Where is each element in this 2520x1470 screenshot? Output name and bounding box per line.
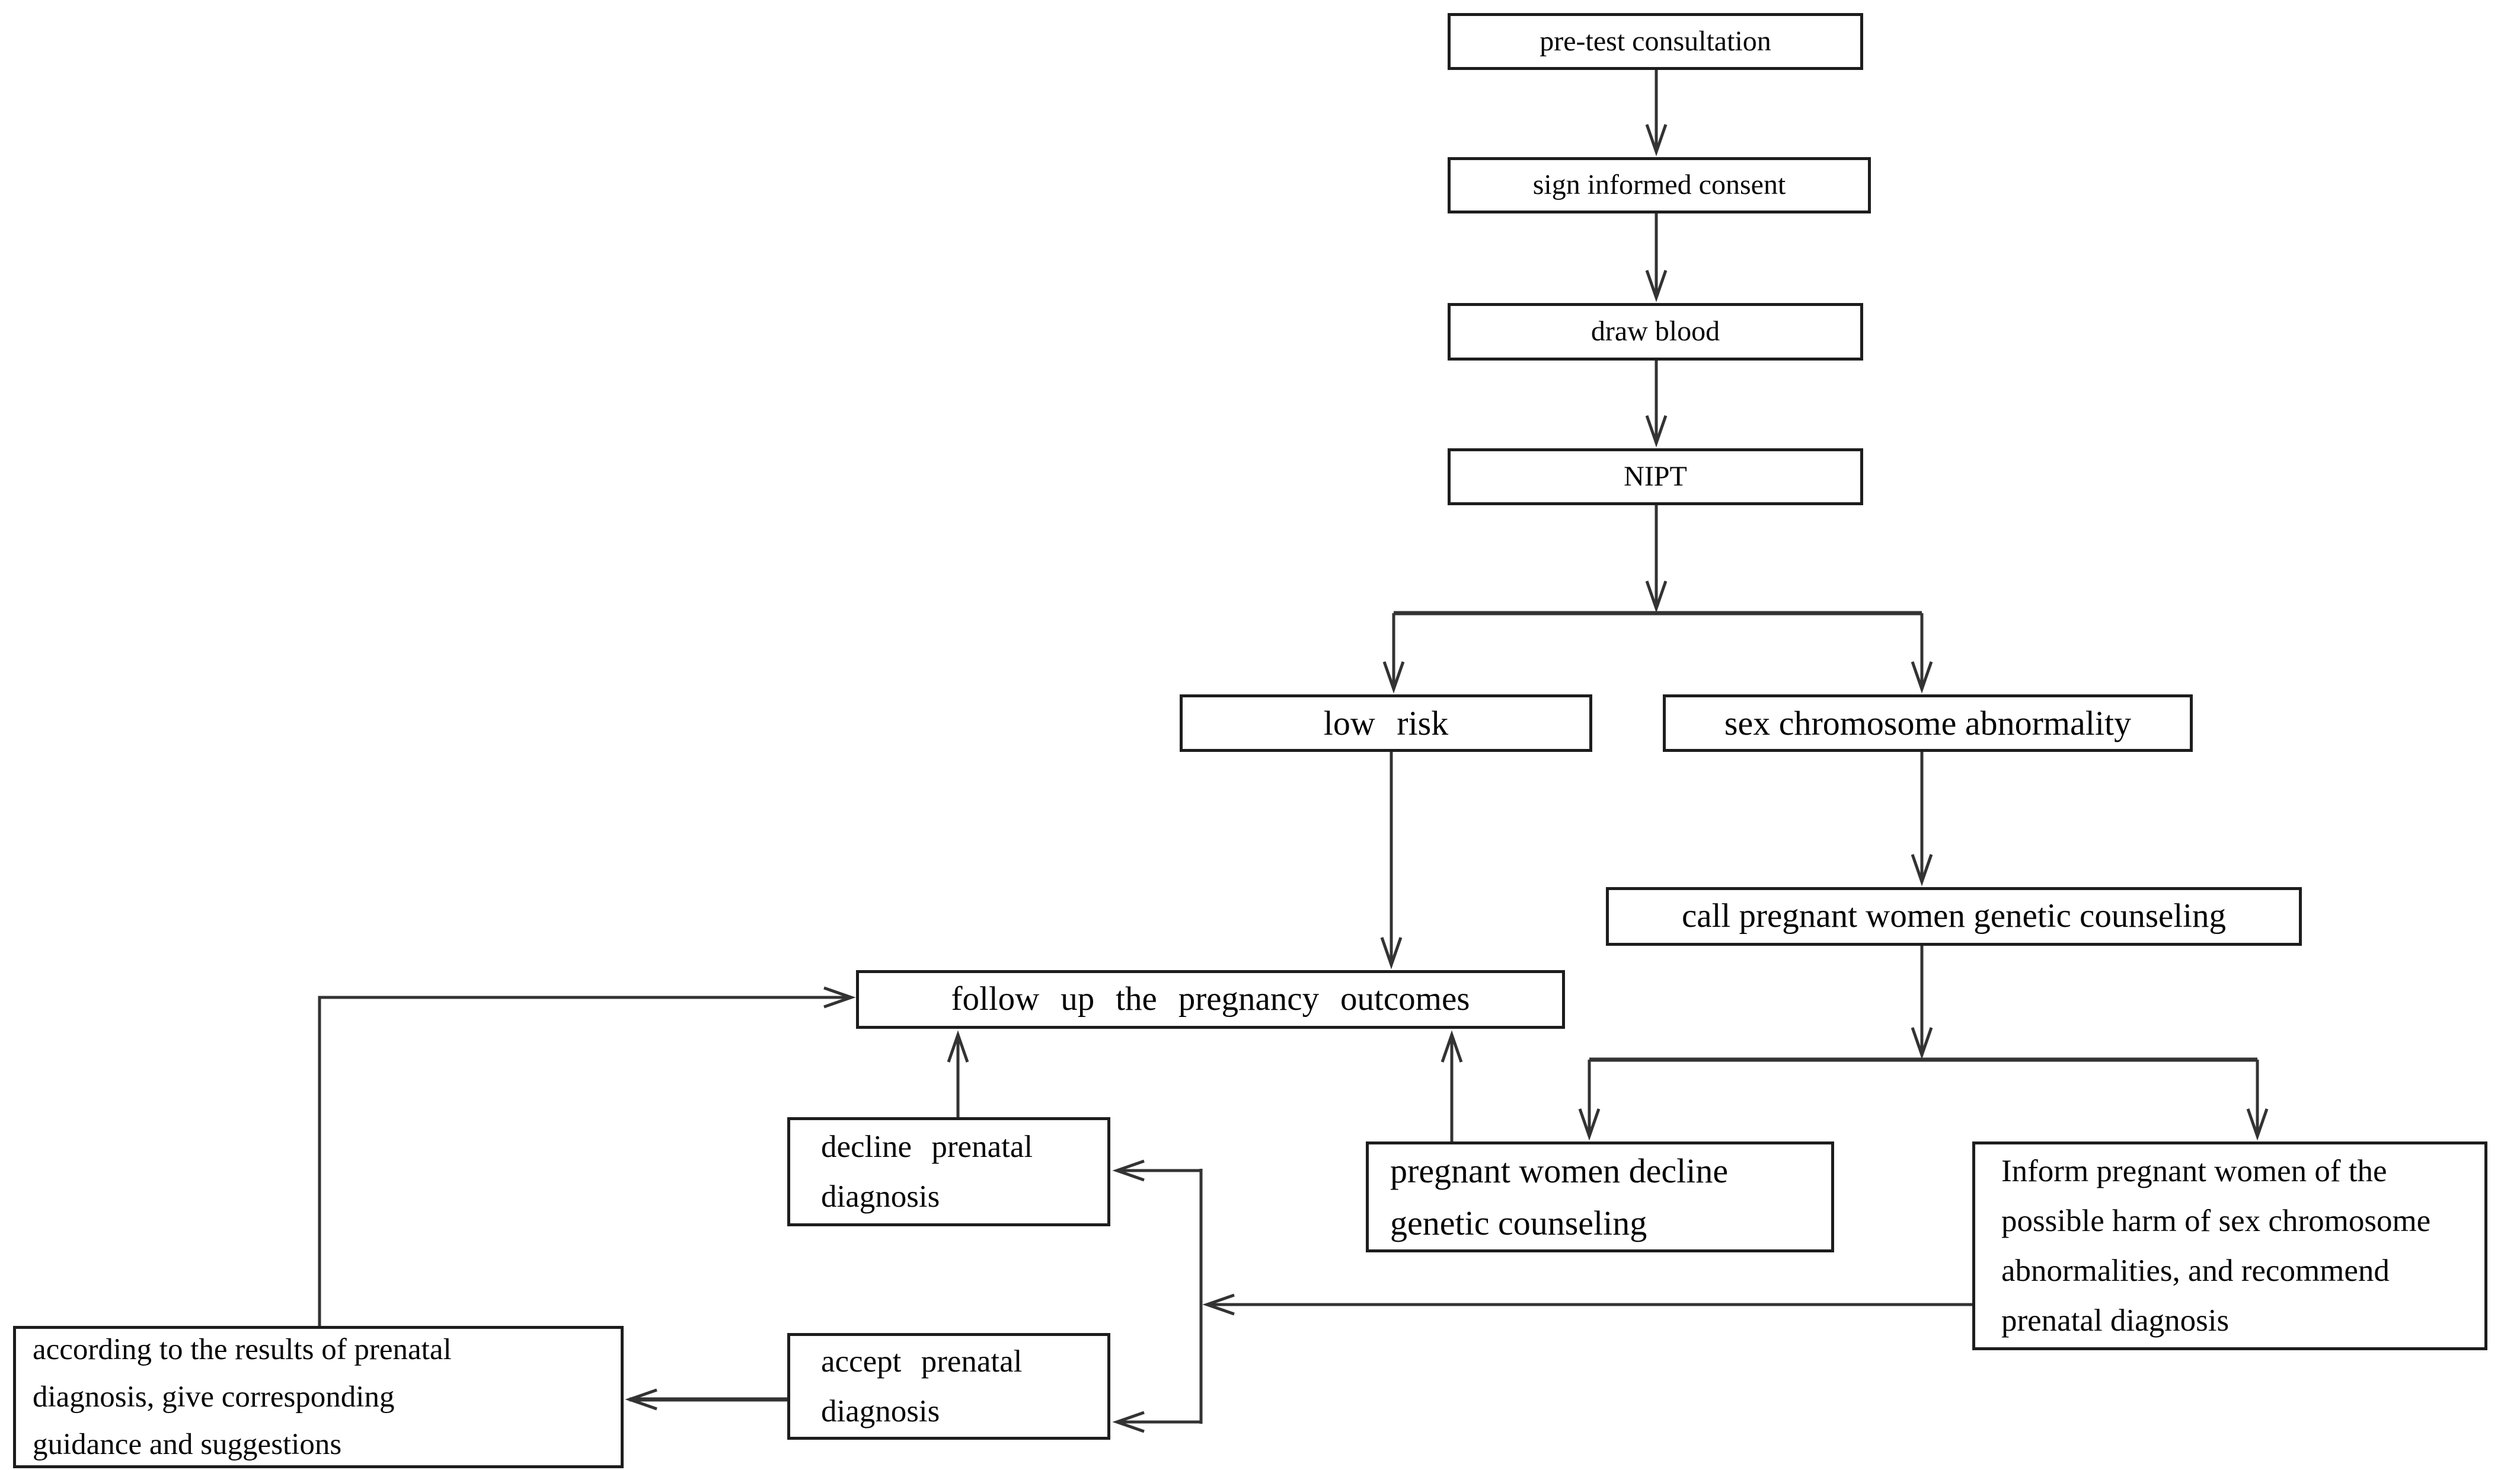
node-inform-recommend-diagnosis: Inform pregnant women of the possible ha… — [1972, 1141, 2487, 1350]
node-decline-prenatal-diagnosis: decline prenatal diagnosis — [787, 1117, 1110, 1226]
node-draw-blood: draw blood — [1448, 303, 1863, 361]
node-pre-test-consultation: pre-test consultation — [1448, 13, 1863, 70]
node-call-genetic-counseling: call pregnant women genetic counseling — [1606, 887, 2302, 946]
arrow-guidance-to-followup — [318, 986, 856, 1326]
node-accept-prenatal-diagnosis: accept prenatal diagnosis — [787, 1333, 1110, 1440]
node-follow-up-outcomes: follow up the pregnancy outcomes — [856, 970, 1565, 1029]
node-sign-informed-consent: sign informed consent — [1448, 157, 1871, 213]
node-sex-chromosome-abnormality: sex chromosome abnormality — [1663, 694, 2193, 752]
node-decline-genetic-counseling: pregnant women decline genetic counselin… — [1366, 1141, 1834, 1252]
node-low-risk: low risk — [1180, 694, 1592, 752]
node-guidance-suggestions: according to the results of prenatal dia… — [13, 1326, 624, 1468]
node-nipt: NIPT — [1448, 448, 1863, 505]
